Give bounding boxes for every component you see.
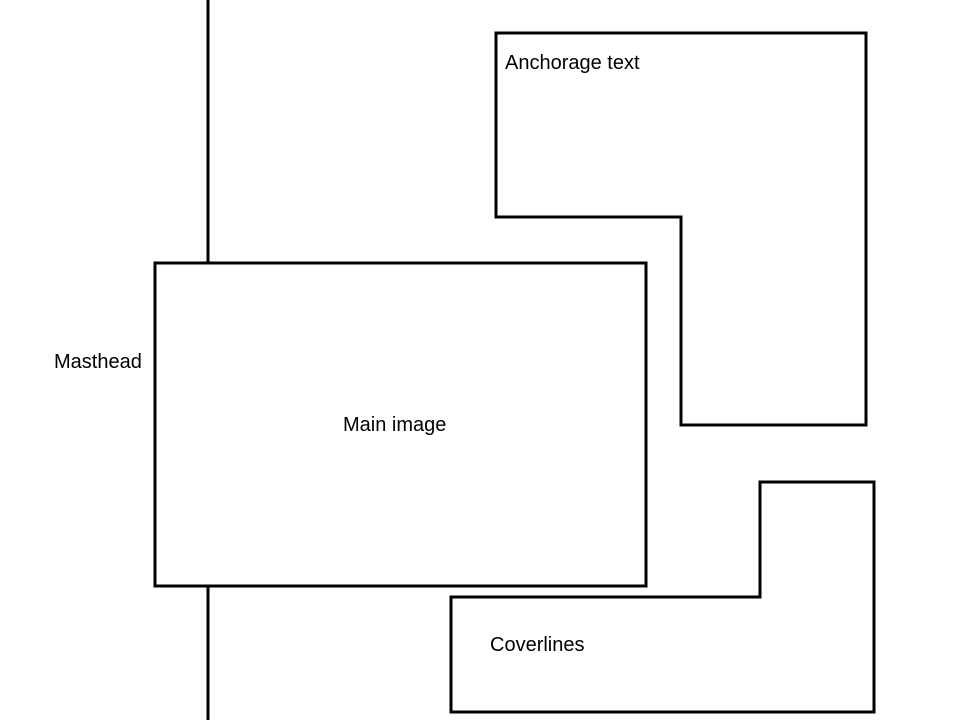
main-image-region [153, 261, 648, 588]
masthead-label: Masthead [54, 351, 142, 373]
main-image-label: Main image [343, 414, 446, 436]
coverlines-region [449, 480, 876, 714]
anchorage-text-label: Anchorage text [505, 52, 640, 74]
anchorage-text-region [494, 31, 868, 427]
coverlines-label: Coverlines [490, 634, 584, 656]
